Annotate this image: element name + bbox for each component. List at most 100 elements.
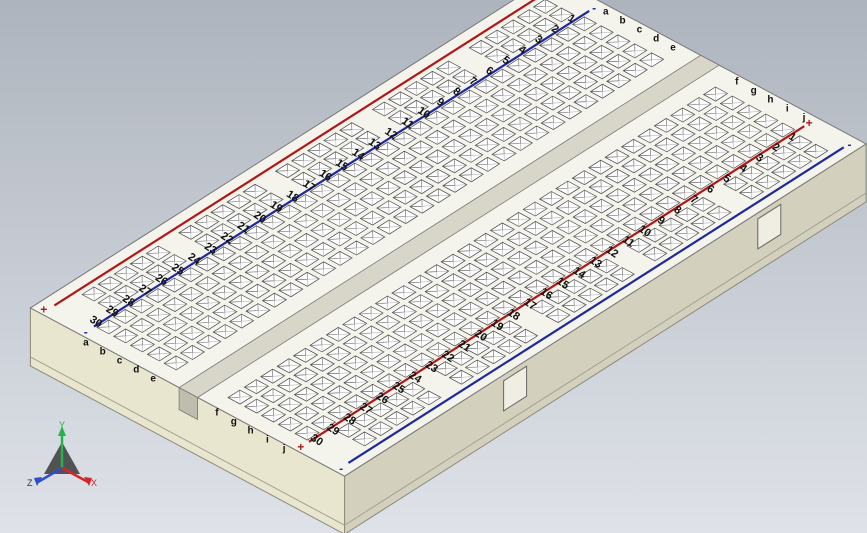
terminal-hole-h5[interactable] [326, 365, 352, 381]
terminal-hole-b17[interactable] [375, 161, 401, 177]
terminal-hole-d13[interactable] [343, 221, 369, 236]
terminal-hole-g28[interactable] [686, 116, 713, 132]
terminal-hole-c21[interactable] [457, 128, 484, 144]
terminal-hole-j5[interactable] [360, 383, 386, 399]
rail-hole-right-inner[interactable] [755, 155, 781, 171]
terminal-hole-b10[interactable] [260, 234, 286, 250]
terminal-hole-b4[interactable] [162, 297, 188, 313]
terminal-hole-h10[interactable] [408, 313, 434, 329]
terminal-hole-b19[interactable] [408, 140, 434, 156]
terminal-hole-h15[interactable] [490, 261, 516, 277]
terminal-hole-f27[interactable] [653, 117, 679, 133]
terminal-hole-a10[interactable] [243, 225, 270, 241]
terminal-hole-b26[interactable] [523, 67, 549, 83]
terminal-hole-b9[interactable] [244, 244, 270, 260]
rail-hole-right-outer[interactable] [690, 215, 716, 231]
terminal-hole-d7[interactable] [245, 283, 271, 299]
terminal-hole-h11[interactable] [424, 303, 451, 319]
terminal-hole-d6[interactable] [228, 294, 254, 310]
terminal-hole-b30[interactable] [588, 25, 614, 41]
rail-hole-left-inner[interactable] [258, 192, 284, 208]
terminal-hole-g14[interactable] [457, 262, 483, 278]
terminal-hole-a18[interactable] [375, 141, 401, 157]
rail-hole-right-inner[interactable] [529, 299, 555, 315]
rail-hole-left-outer[interactable] [97, 276, 123, 292]
terminal-hole-b2[interactable] [129, 317, 155, 333]
terminal-hole-j17[interactable] [556, 258, 583, 274]
terminal-hole-j23[interactable] [655, 195, 681, 211]
terminal-hole-d19[interactable] [441, 158, 468, 174]
terminal-hole-e6[interactable] [245, 303, 271, 319]
terminal-hole-c11[interactable] [293, 232, 320, 248]
terminal-hole-a14[interactable] [309, 183, 335, 199]
terminal-hole-i15[interactable] [507, 270, 533, 286]
terminal-hole-j13[interactable] [491, 300, 517, 316]
terminal-hole-g21[interactable] [572, 189, 598, 205]
rail-hole-right-outer[interactable] [738, 184, 765, 200]
rail-hole-right-outer[interactable] [416, 390, 442, 406]
terminal-hole-j30[interactable] [770, 122, 796, 138]
terminal-hole-c15[interactable] [359, 191, 385, 207]
terminal-hole-b18[interactable] [391, 150, 418, 166]
terminal-hole-d3[interactable] [179, 325, 205, 341]
terminal-hole-g16[interactable] [490, 241, 516, 257]
rail-hole-left-inner[interactable] [516, 27, 542, 43]
rail-hole-right-inner[interactable] [642, 227, 668, 243]
terminal-hole-f4[interactable] [276, 358, 302, 374]
terminal-hole-j21[interactable] [622, 216, 648, 232]
terminal-hole-b15[interactable] [342, 182, 368, 198]
rail-hole-right-outer[interactable] [561, 297, 587, 313]
rail-hole-right-inner[interactable] [368, 402, 394, 418]
terminal-hole-f7[interactable] [325, 326, 351, 342]
terminal-hole-c5[interactable] [195, 295, 221, 311]
terminal-hole-b8[interactable] [227, 255, 254, 271]
terminal-hole-c2[interactable] [146, 326, 172, 342]
terminal-hole-c6[interactable] [211, 285, 238, 301]
rail-hole-right-inner[interactable] [480, 330, 507, 346]
terminal-hole-f9[interactable] [358, 306, 384, 321]
terminal-hole-h13[interactable] [457, 282, 483, 298]
rail-hole-right-outer[interactable] [787, 154, 813, 169]
terminal-hole-j6[interactable] [376, 373, 402, 389]
terminal-hole-i16[interactable] [523, 259, 549, 275]
terminal-hole-f18[interactable] [506, 211, 532, 227]
terminal-hole-f3[interactable] [260, 368, 286, 384]
terminal-hole-i19[interactable] [572, 228, 599, 244]
rail-hole-right-outer[interactable] [642, 246, 668, 262]
terminal-hole-a8[interactable] [211, 246, 237, 262]
rail-hole-left-outer[interactable] [436, 60, 462, 76]
terminal-hole-f10[interactable] [374, 295, 401, 311]
terminal-hole-a26[interactable] [506, 58, 532, 74]
terminal-hole-h2[interactable] [277, 397, 303, 413]
terminal-hole-g12[interactable] [424, 283, 450, 299]
terminal-hole-j29[interactable] [753, 133, 779, 148]
terminal-hole-b28[interactable] [555, 46, 582, 62]
terminal-hole-e15[interactable] [393, 209, 419, 225]
terminal-hole-j14[interactable] [507, 289, 533, 305]
terminal-hole-j7[interactable] [392, 362, 419, 378]
terminal-hole-c27[interactable] [556, 65, 582, 81]
rail-hole-right-inner[interactable] [787, 135, 813, 151]
terminal-hole-b16[interactable] [359, 171, 385, 187]
terminal-hole-d9[interactable] [277, 262, 304, 278]
terminal-hole-i3[interactable] [310, 395, 336, 411]
rail-hole-right-inner[interactable] [593, 258, 620, 274]
terminal-hole-f19[interactable] [522, 201, 548, 217]
rail-hole-left-inner[interactable] [435, 79, 462, 95]
rail-hole-left-outer[interactable] [419, 70, 446, 86]
terminal-hole-f6[interactable] [309, 337, 335, 353]
rail-hole-right-outer[interactable] [545, 308, 571, 324]
rail-hole-left-inner[interactable] [403, 99, 429, 115]
terminal-hole-j18[interactable] [573, 247, 599, 263]
terminal-hole-b24[interactable] [490, 88, 516, 104]
terminal-hole-b22[interactable] [457, 108, 483, 124]
rail-hole-right-outer[interactable] [351, 431, 378, 447]
terminal-hole-e7[interactable] [261, 292, 288, 308]
terminal-hole-c9[interactable] [261, 253, 287, 269]
terminal-hole-g24[interactable] [621, 158, 647, 174]
terminal-hole-g17[interactable] [506, 231, 532, 247]
rail-hole-right-inner[interactable] [400, 381, 426, 397]
rail-hole-left-outer[interactable] [532, 0, 559, 14]
terminal-hole-e12[interactable] [343, 240, 370, 256]
